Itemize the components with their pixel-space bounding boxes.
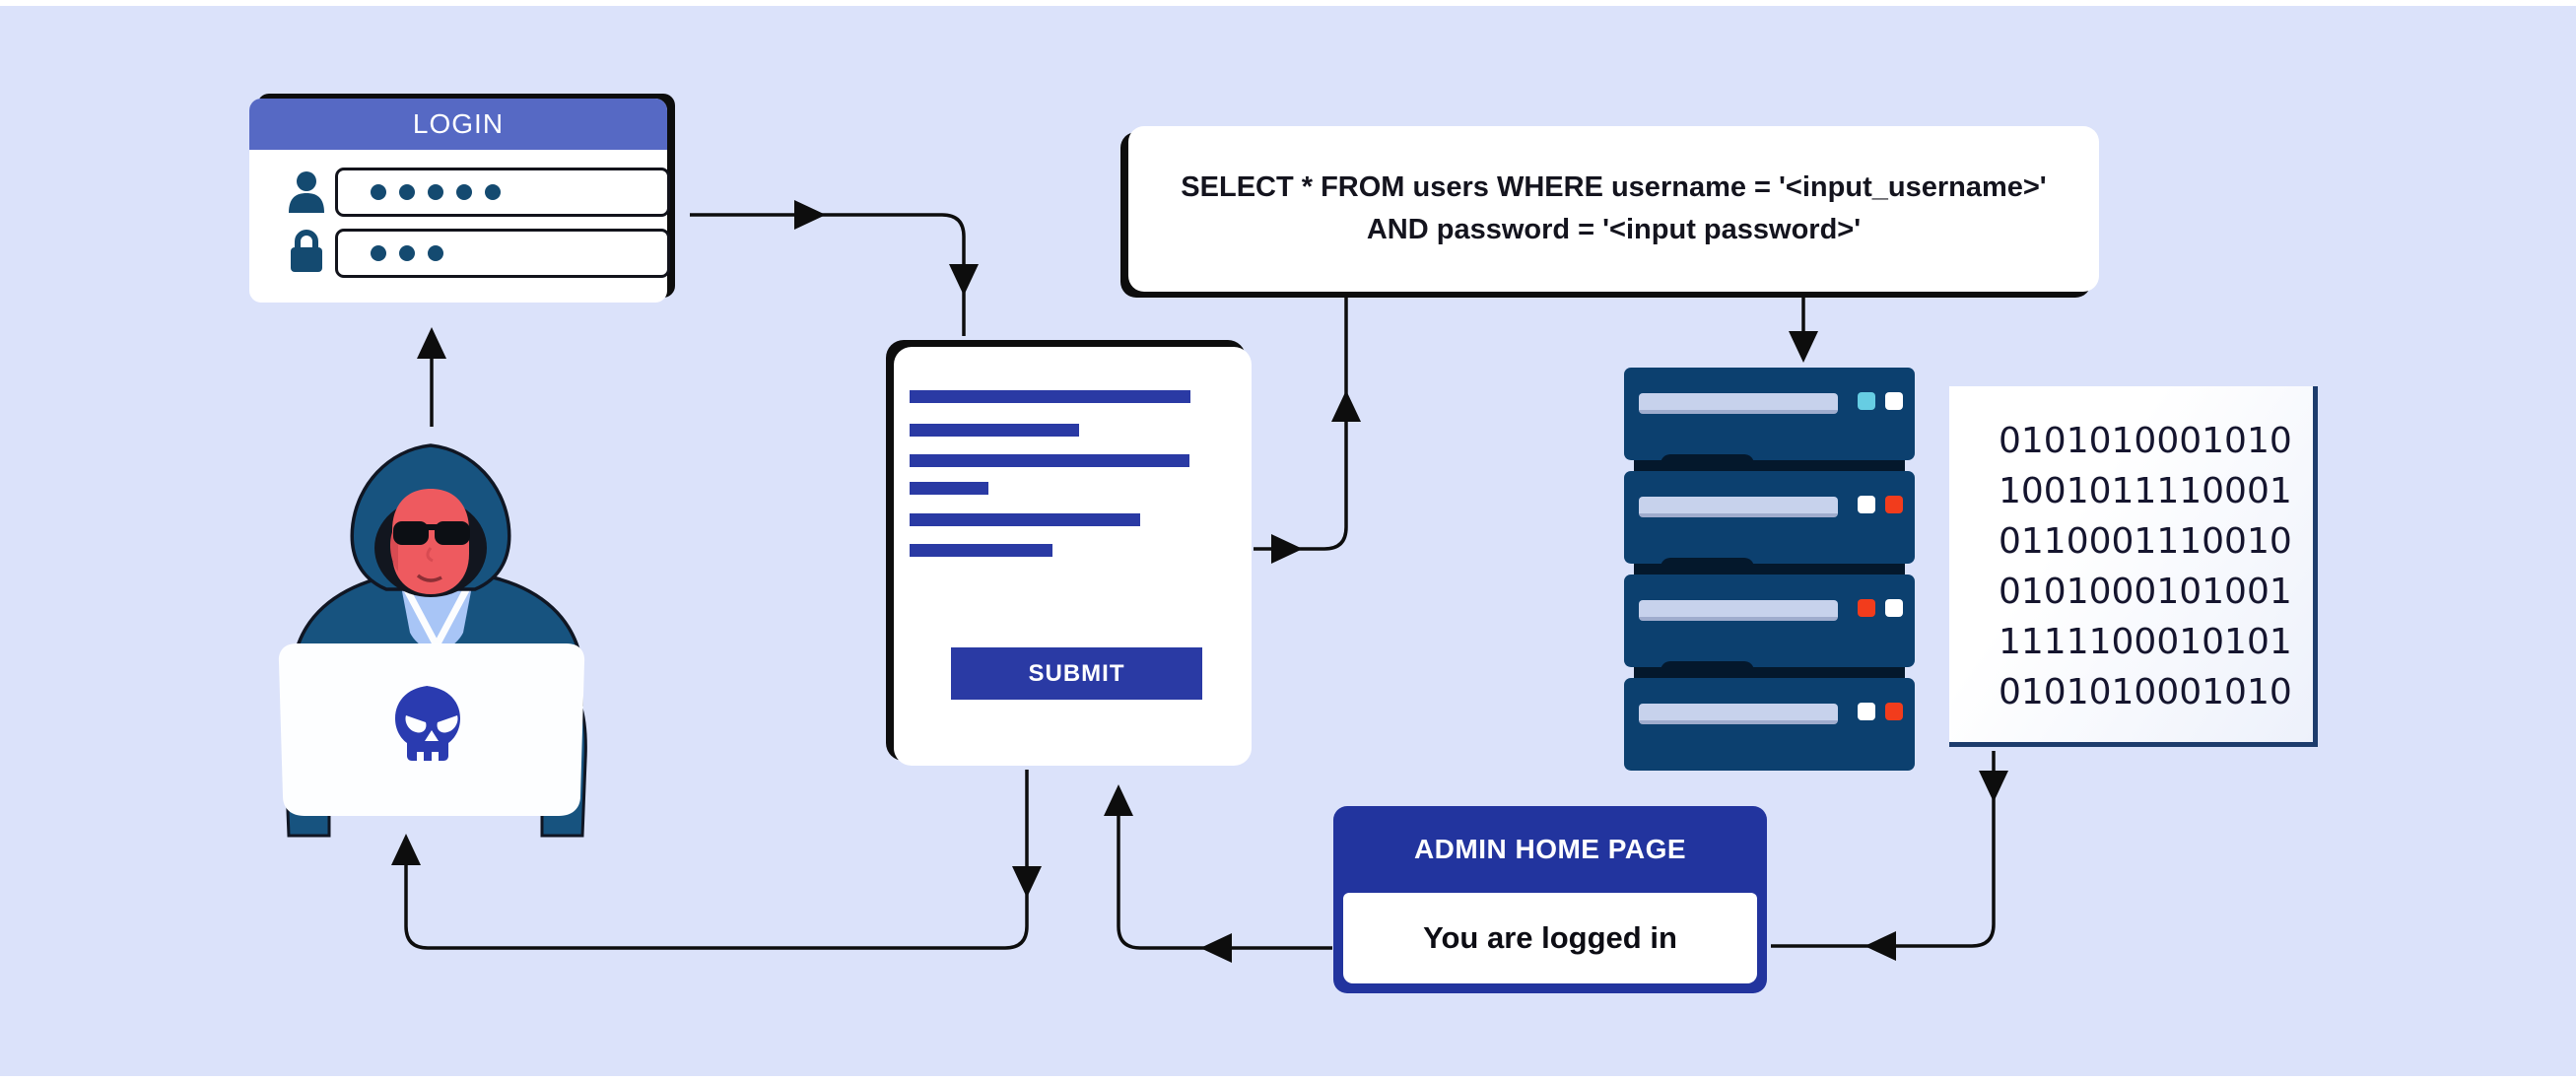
password-dot <box>456 184 472 200</box>
server-led-2 <box>1885 703 1903 720</box>
server-led-2 <box>1885 599 1903 617</box>
server-led-1 <box>1858 703 1875 720</box>
skull-icon <box>395 686 460 761</box>
arrow-login-to-form <box>690 213 966 336</box>
submit-label: SUBMIT <box>1028 659 1125 687</box>
login-title: LOGIN <box>412 108 505 139</box>
arrow-admin-to-form <box>1117 790 1332 950</box>
binary-line: 0101010001010 <box>1999 421 2292 461</box>
submit-button[interactable]: SUBMIT <box>951 647 1202 700</box>
admin-body-panel: You are logged in <box>1343 893 1757 983</box>
server-drive-slot <box>1639 704 1838 724</box>
nose-line <box>426 547 434 563</box>
binary-line: 0110001110010 <box>1999 521 2292 562</box>
binary-line: 1111100010101 <box>1999 622 2292 662</box>
password-dot <box>485 184 501 200</box>
sunglasses-right-lens <box>435 521 470 545</box>
arrowheads <box>391 200 2008 963</box>
bottom-edge <box>0 1076 2576 1082</box>
admin-header: ADMIN HOME PAGE <box>1333 806 1767 893</box>
redacted-text-bar <box>910 390 1190 403</box>
smile-line <box>416 574 442 582</box>
login-card: LOGIN <box>249 99 670 303</box>
sql-query-box: SELECT * FROM users WHERE username = '<i… <box>1128 126 2099 292</box>
password-dot <box>399 184 415 200</box>
hacker-illustration <box>278 443 587 838</box>
admin-home-page-card: ADMIN HOME PAGE You are logged in <box>1333 806 1767 993</box>
server-led-2 <box>1885 392 1903 410</box>
form-card: SUBMIT <box>894 347 1252 766</box>
binary-data-panel: 0101010001010 1001011110001 0110001110010 0… <box>1949 386 2318 747</box>
redacted-text-bar <box>910 544 1052 557</box>
server-drive-slot <box>1639 497 1838 517</box>
binary-line: 1001011110001 <box>1999 471 2292 511</box>
sunglasses-bridge <box>422 524 441 530</box>
password-dot <box>399 245 415 261</box>
top-edge <box>0 0 2576 6</box>
server-gap <box>1634 667 1905 679</box>
server-unit <box>1624 678 1915 771</box>
arrow-form-to-sql <box>1254 298 1348 551</box>
logged-in-message: You are logged in <box>1423 920 1677 955</box>
server-unit <box>1624 368 1915 460</box>
binary-line: 0101010001010 <box>1999 672 2292 712</box>
server-led-1 <box>1858 392 1875 410</box>
database-server-stack <box>1624 368 1915 772</box>
redacted-text-bar <box>910 454 1189 467</box>
admin-title: ADMIN HOME PAGE <box>1413 834 1687 864</box>
server-gap <box>1634 564 1905 575</box>
sql-query-line2: AND password = '<input password>' <box>1366 214 1862 245</box>
login-header: LOGIN <box>249 99 667 150</box>
user-icon <box>289 171 324 213</box>
redacted-text-bar <box>910 513 1140 526</box>
binary-line: 0101000101001 <box>1999 572 2292 612</box>
sunglasses-left-lens <box>393 521 429 545</box>
password-dot <box>428 184 443 200</box>
redacted-text-bar <box>910 424 1079 437</box>
arrow-server-to-admin <box>1771 751 1996 948</box>
server-drive-slot <box>1639 393 1838 414</box>
server-led-2 <box>1885 496 1903 513</box>
hacker-face <box>392 489 469 594</box>
server-led-1 <box>1858 496 1875 513</box>
username-input[interactable] <box>335 168 670 217</box>
sql-query-line1: SELECT * FROM users WHERE username = '<i… <box>1181 171 2047 203</box>
password-dot <box>428 245 443 261</box>
server-unit <box>1624 575 1915 667</box>
password-dot <box>371 184 386 200</box>
server-gap <box>1634 460 1905 472</box>
lock-icon <box>291 230 322 272</box>
arrow-form-to-hacker <box>404 770 1029 950</box>
redacted-text-bar <box>910 482 988 495</box>
password-input[interactable] <box>335 229 670 278</box>
server-drive-slot <box>1639 600 1838 621</box>
server-unit <box>1624 471 1915 564</box>
password-dot <box>371 245 386 261</box>
server-led-1 <box>1858 599 1875 617</box>
